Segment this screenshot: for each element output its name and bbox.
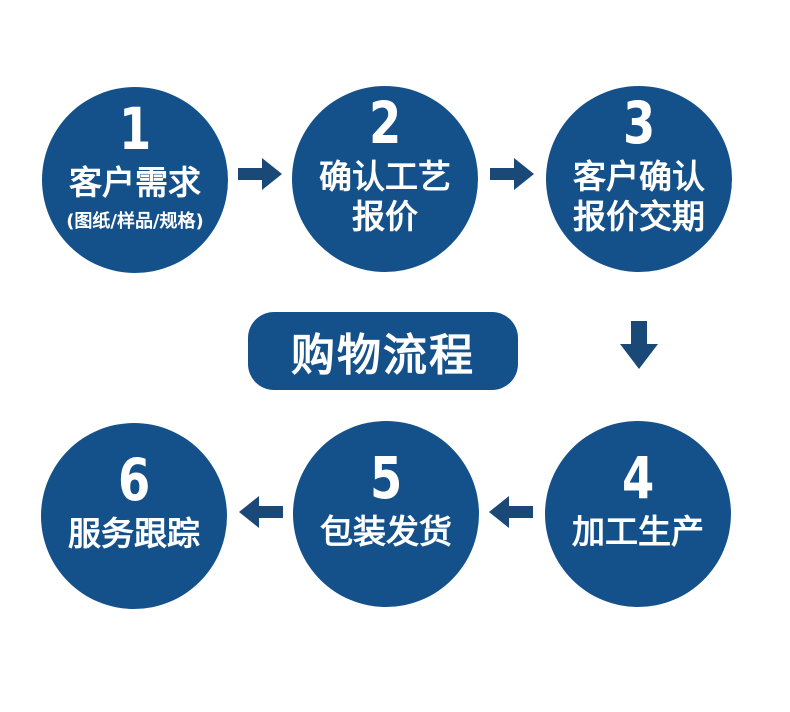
step-circle-4: 4 加工生产 (545, 421, 731, 607)
step-number: 4 (621, 443, 655, 512)
step-content: 4 加工生产 (572, 449, 704, 552)
arrow-left-icon-4-5 (489, 496, 533, 528)
step-number: 3 (622, 88, 656, 157)
arrow-left-icon-5-6 (239, 496, 283, 528)
step-circle-1: 1 客户需求 (图纸/样品/规格) (42, 87, 228, 273)
step-title: 加工生产 (572, 511, 704, 551)
step-number: 6 (117, 445, 151, 514)
step-circle-5: 5 包装发货 (293, 421, 479, 607)
step-title: 客户确认 (573, 156, 705, 196)
step-title: 服务跟踪 (68, 513, 200, 553)
step-circle-2: 2 确认工艺 报价 (292, 86, 478, 272)
step-number: 1 (118, 94, 152, 163)
step-circle-6: 6 服务跟踪 (41, 423, 227, 609)
step-title: 包装发货 (320, 511, 452, 551)
step-content: 2 确认工艺 报价 (319, 94, 451, 236)
process-title-badge: 购物流程 (248, 312, 518, 390)
step-title-line2: 报价交期 (573, 196, 705, 236)
step-subtitle: (图纸/样品/规格) (66, 210, 204, 232)
arrow-right-icon-1-2 (238, 158, 282, 190)
arrow-right-icon-2-3 (490, 158, 534, 190)
step-content: 6 服务跟踪 (68, 451, 200, 554)
step-title: 客户需求 (68, 162, 201, 202)
step-content: 1 客户需求 (图纸/样品/规格) (66, 100, 204, 232)
step-content: 5 包装发货 (320, 449, 452, 552)
arrow-down-icon-3-4 (620, 321, 658, 369)
step-title: 确认工艺 (319, 156, 451, 196)
step-number: 2 (368, 88, 402, 157)
step-content: 3 客户确认 报价交期 (573, 94, 705, 236)
step-number: 5 (369, 443, 403, 512)
step-title-line2: 报价 (352, 196, 418, 236)
step-circle-3: 3 客户确认 报价交期 (546, 86, 732, 272)
